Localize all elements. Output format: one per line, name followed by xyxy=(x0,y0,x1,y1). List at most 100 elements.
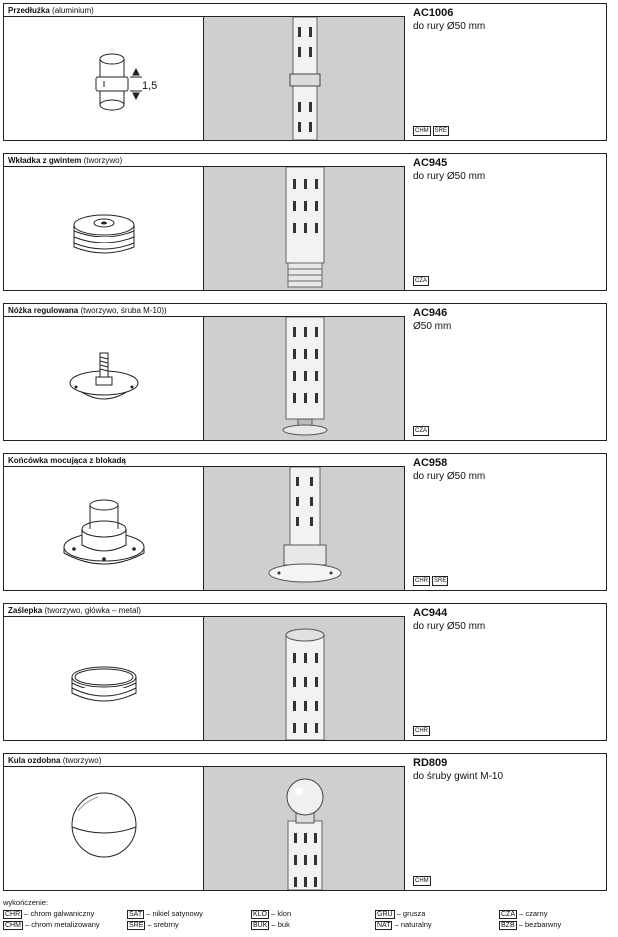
finish-badge: SRE xyxy=(432,126,450,136)
legend-item: BZB – bezbarwny xyxy=(499,920,609,931)
product-description: do śruby gwint M-10 xyxy=(413,771,504,782)
product-photo xyxy=(204,617,405,740)
threaded-insert-icon xyxy=(73,214,135,254)
legend-item: CZA – czarny xyxy=(499,909,609,920)
finish-badge: SRE xyxy=(432,576,449,586)
legend-code: BZB xyxy=(499,921,517,930)
pipe-ball-photo-icon xyxy=(286,778,324,890)
product-code: RD809 xyxy=(413,757,448,769)
product-code: AC946 xyxy=(413,307,448,319)
product-name: Wkładka z gwintem xyxy=(8,156,82,165)
product-panel-ac945: Wkładka z gwintem (tworzywo) xyxy=(3,153,607,291)
legend-code: CZA xyxy=(499,910,517,919)
product-name: Nóżka regulowana xyxy=(8,306,79,315)
legend-code: NAT xyxy=(375,921,393,930)
product-info: AC1006 do rury Ø50 mm CHM SRE xyxy=(405,4,606,140)
product-drawing xyxy=(4,317,204,440)
product-info: AC945 do rury Ø50 mm CZA xyxy=(405,154,606,290)
product-drawing xyxy=(4,167,204,290)
finish-badge: CHM xyxy=(413,126,431,136)
legend-label: – chrom metalizowany xyxy=(25,920,100,929)
product-info: AC946 Ø50 mm CZA xyxy=(405,304,606,440)
product-description: do rury Ø50 mm xyxy=(413,171,486,182)
legend-code: SRE xyxy=(127,921,146,930)
adjustable-foot-icon xyxy=(69,352,139,400)
dimension-label: 1,5 xyxy=(142,80,157,92)
finish-badge: CHM xyxy=(413,876,431,886)
legend-item: KLO – klon xyxy=(251,909,375,920)
legend-item: SRE – srebrny xyxy=(127,920,251,931)
product-material: (aluminium) xyxy=(52,6,94,15)
legend-item: GRU – grusza xyxy=(375,909,499,920)
product-material: (tworzywo, główka – metal) xyxy=(44,606,141,615)
legend-label: – bezbarwny xyxy=(518,920,562,929)
legend-item: BUK – buk xyxy=(251,920,375,931)
product-description: do rury Ø50 mm xyxy=(413,471,486,482)
legend-code: CHR xyxy=(3,910,23,919)
legend-label: – klon xyxy=(271,909,292,918)
product-code: AC944 xyxy=(413,607,448,619)
product-photo xyxy=(204,767,405,890)
extension-sleeve-icon: 1,5 xyxy=(95,53,157,111)
finish-badge: CZA xyxy=(413,426,429,436)
product-photo xyxy=(204,317,405,440)
product-material: (tworzywo, śruba M-10)) xyxy=(80,306,167,315)
product-info: AC944 do rury Ø50 mm CHR xyxy=(405,604,606,740)
product-header: Kula ozdobna (tworzywo) xyxy=(4,754,405,767)
finish-badge: CHR xyxy=(413,726,430,736)
product-description: Ø50 mm xyxy=(413,321,452,332)
product-header: Wkładka z gwintem (tworzywo) xyxy=(4,154,405,167)
legend-label: – nikiel satynowy xyxy=(146,909,203,918)
finish-badges: CHR SRE xyxy=(413,576,449,586)
legend-label: – naturalny xyxy=(394,920,432,929)
legend-label: – chrom galwaniczny xyxy=(24,909,95,918)
finish-badges: CZA xyxy=(413,276,429,286)
product-photo xyxy=(204,467,405,590)
legend-item: NAT – naturalny xyxy=(375,920,499,931)
product-header: Końcówka mocująca z blokadą xyxy=(4,454,405,467)
legend-item: CHM – chrom metalizowany xyxy=(3,920,127,931)
finish-badge: CHR xyxy=(413,576,430,586)
product-header: Zaślepka (tworzywo, główka – metal) xyxy=(4,604,405,617)
product-panel-rd809: Kula ozdobna (tworzywo) RD809 do śruby g… xyxy=(3,753,607,891)
product-panel-ac946: Nóżka regulowana (tworzywo, śruba M-10)) xyxy=(3,303,607,441)
pipe-insert-photo-icon xyxy=(285,167,325,288)
finish-badges: CZA xyxy=(413,426,429,436)
legend-label: – czarny xyxy=(519,909,548,918)
product-panel-ac1006: Przedłużka (aluminium) 1,5 xyxy=(3,3,607,141)
pipe-flange-photo-icon xyxy=(268,467,342,583)
product-description: do rury Ø50 mm xyxy=(413,621,486,632)
product-header: Nóżka regulowana (tworzywo, śruba M-10)) xyxy=(4,304,405,317)
decorative-ball-icon xyxy=(71,792,137,858)
legend-item: SAT – nikiel satynowy xyxy=(127,909,251,920)
legend-code: SAT xyxy=(127,910,145,919)
product-drawing xyxy=(4,767,204,890)
product-description: do rury Ø50 mm xyxy=(413,21,486,32)
product-code: AC958 xyxy=(413,457,448,469)
product-header: Przedłużka (aluminium) xyxy=(4,4,405,17)
legend-label: – srebrny xyxy=(147,920,179,929)
legend-label: – buk xyxy=(271,920,290,929)
finish-badges: CHR xyxy=(413,726,430,736)
pipe-foot-photo-icon xyxy=(282,317,328,436)
legend-code: CHM xyxy=(3,921,23,930)
pipe-extension-photo-icon xyxy=(289,17,321,140)
legend-code: GRU xyxy=(375,910,395,919)
product-drawing: 1,5 xyxy=(4,17,204,140)
finish-legend: wykończenie: CHR – chrom galwaniczny SAT… xyxy=(3,898,615,931)
product-photo xyxy=(204,17,405,140)
product-name: Kula ozdobna xyxy=(8,756,61,765)
product-info: AC958 do rury Ø50 mm CHR SRE xyxy=(405,454,606,590)
end-cap-icon xyxy=(71,666,137,702)
legend-code: KLO xyxy=(251,910,270,919)
product-photo xyxy=(204,167,405,290)
pipe-cap-photo-icon xyxy=(285,628,325,740)
product-code: AC945 xyxy=(413,157,448,169)
legend-code: BUK xyxy=(251,921,270,930)
finish-badges: CHM SRE xyxy=(413,126,450,136)
legend-item: CHR – chrom galwaniczny xyxy=(3,909,127,920)
finish-badge: CZA xyxy=(413,276,429,286)
finish-badges: CHM xyxy=(413,876,431,886)
legend-grid: CHR – chrom galwaniczny SAT – nikiel sat… xyxy=(3,909,615,931)
product-material: (tworzywo) xyxy=(62,756,102,765)
